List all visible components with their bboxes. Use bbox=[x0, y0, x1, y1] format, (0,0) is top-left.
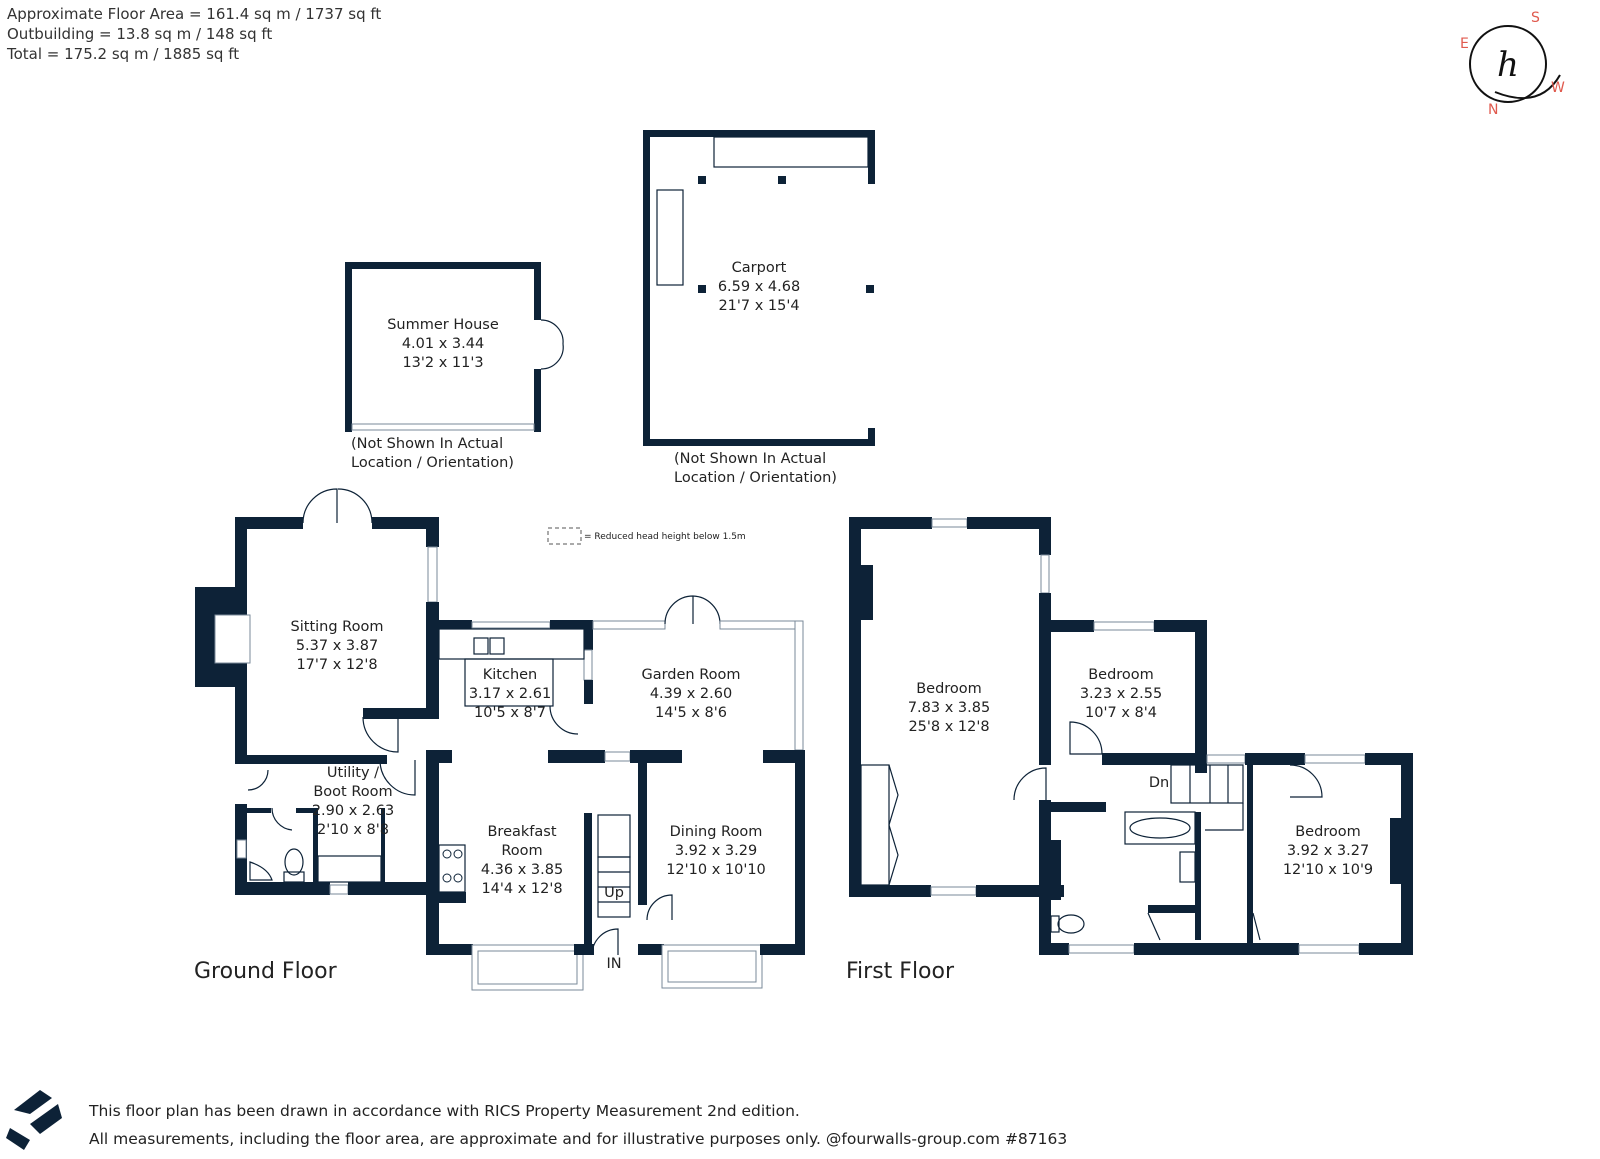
breakfast-name-2: Room bbox=[501, 843, 542, 859]
outbuilding-area-text: Outbuilding = 13.8 sq m / 148 sq ft bbox=[7, 25, 273, 43]
summer-house-imperial: 13'2 x 11'3 bbox=[402, 355, 483, 371]
garden-room-metric: 4.39 x 2.60 bbox=[650, 686, 732, 702]
first-floor: Bedroom 7.83 x 3.85 25'8 x 12'8 Bedroom … bbox=[846, 517, 1413, 984]
summer-house-note-1: (Not Shown In Actual bbox=[351, 436, 503, 452]
summer-house-metric: 4.01 x 3.44 bbox=[402, 336, 484, 352]
ground-floor-title: Ground Floor bbox=[194, 959, 338, 984]
bedroom-3-name: Bedroom bbox=[1295, 824, 1361, 840]
bedroom-1-name: Bedroom bbox=[916, 681, 982, 697]
utility-metric: 2.90 x 2.63 bbox=[312, 803, 394, 819]
entrance-label: IN bbox=[606, 956, 621, 972]
compass: h N E S W bbox=[1460, 10, 1565, 118]
compass-s: S bbox=[1531, 10, 1540, 26]
dining-room-imperial: 12'10 x 10'10 bbox=[666, 862, 766, 878]
bedroom-1-imperial: 25'8 x 12'8 bbox=[908, 719, 989, 735]
bedroom-3-metric: 3.92 x 3.27 bbox=[1287, 843, 1369, 859]
summer-house-note-2: Location / Orientation) bbox=[351, 455, 514, 471]
carport: Carport 6.59 x 4.68 21'7 x 15'4 (Not Sho… bbox=[643, 130, 875, 486]
bedroom-1-metric: 7.83 x 3.85 bbox=[908, 700, 990, 716]
bedroom-2-name: Bedroom bbox=[1088, 667, 1154, 683]
breakfast-metric: 4.36 x 3.85 bbox=[481, 862, 563, 878]
stairs-up-label: Up bbox=[604, 885, 624, 901]
garden-room-imperial: 14'5 x 8'6 bbox=[655, 705, 727, 721]
stairs-down-label: Dn bbox=[1149, 775, 1169, 791]
floor-area-text: Approximate Floor Area = 161.4 sq m / 17… bbox=[7, 5, 382, 23]
fourwalls-logo bbox=[6, 1090, 62, 1150]
kitchen-metric: 3.17 x 2.61 bbox=[469, 686, 551, 702]
utility-imperial: 2'10 x 8'8 bbox=[317, 822, 389, 838]
legend-text: = Reduced head height below 1.5m bbox=[584, 532, 746, 542]
compass-n: N bbox=[1488, 102, 1498, 118]
compass-e: E bbox=[1460, 36, 1469, 52]
ground-floor: Sitting Room 5.37 x 3.87 17'7 x 12'8 Kit… bbox=[194, 488, 805, 991]
breakfast-name-1: Breakfast bbox=[487, 824, 556, 840]
carport-name: Carport bbox=[732, 260, 787, 276]
dining-room-name: Dining Room bbox=[670, 824, 763, 840]
legend: = Reduced head height below 1.5m bbox=[547, 527, 746, 545]
bedroom-3-imperial: 12'10 x 10'9 bbox=[1283, 862, 1373, 878]
carport-note-1: (Not Shown In Actual bbox=[674, 451, 826, 467]
total-area-text: Total = 175.2 sq m / 1885 sq ft bbox=[7, 45, 240, 63]
utility-name-2: Boot Room bbox=[313, 784, 392, 800]
summer-house-name: Summer House bbox=[387, 317, 499, 333]
first-floor-title: First Floor bbox=[846, 959, 955, 984]
kitchen-imperial: 10'5 x 8'7 bbox=[474, 705, 546, 721]
compass-w: W bbox=[1551, 80, 1565, 96]
sitting-room-imperial: 17'7 x 12'8 bbox=[296, 657, 377, 673]
bedroom-2-imperial: 10'7 x 8'4 bbox=[1085, 705, 1157, 721]
carport-note-2: Location / Orientation) bbox=[674, 470, 837, 486]
garden-room-name: Garden Room bbox=[641, 667, 740, 683]
carport-imperial: 21'7 x 15'4 bbox=[718, 298, 799, 314]
summer-house: Summer House 4.01 x 3.44 13'2 x 11'3 (No… bbox=[345, 262, 564, 471]
sitting-room-metric: 5.37 x 3.87 bbox=[296, 638, 378, 654]
utility-name-1: Utility / bbox=[327, 765, 379, 781]
compass-logo-letter: h bbox=[1497, 45, 1519, 85]
footer-line-1: This floor plan has been drawn in accord… bbox=[89, 1102, 800, 1120]
kitchen-name: Kitchen bbox=[483, 667, 538, 683]
dining-room-metric: 3.92 x 3.29 bbox=[675, 843, 757, 859]
sitting-room-name: Sitting Room bbox=[291, 619, 384, 635]
bedroom-2-metric: 3.23 x 2.55 bbox=[1080, 686, 1162, 702]
carport-metric: 6.59 x 4.68 bbox=[718, 279, 800, 295]
breakfast-imperial: 14'4 x 12'8 bbox=[481, 881, 562, 897]
footer-line-2: All measurements, including the floor ar… bbox=[89, 1130, 1068, 1148]
